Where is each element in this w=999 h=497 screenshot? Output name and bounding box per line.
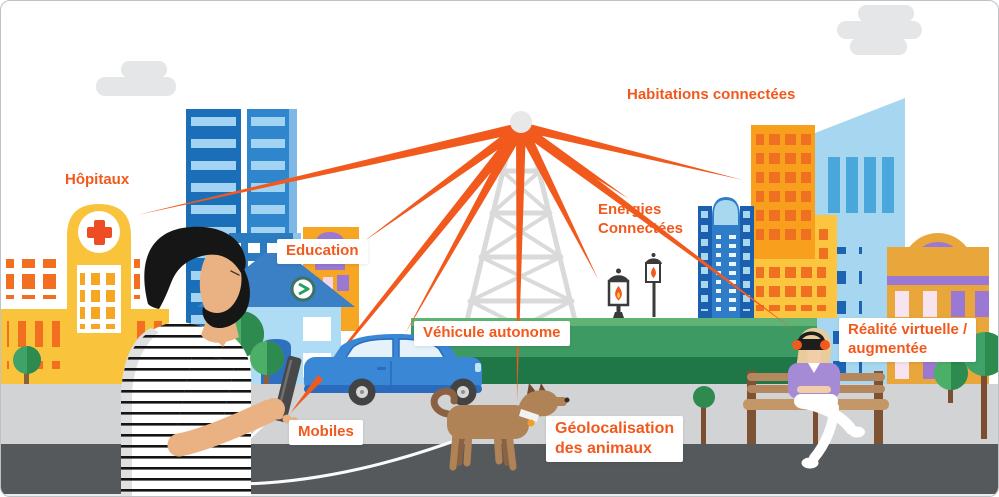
man-with-phone [121,226,302,496]
cloud-icon-right [837,5,922,55]
tree-icon-hospital [13,346,41,384]
label-energies-line2: Connectées [598,219,684,237]
dog [430,383,570,471]
label-realite-virtuelle: Réalité virtuelle / augmentée [839,318,977,362]
woman-vr-user [788,327,840,399]
label-hopitaux: Hôpitaux [65,171,130,188]
label-geolocalisation-line1: Géolocalisation [555,420,675,437]
label-habitations-connectees: Habitations connectées [627,86,796,103]
label-energies-connectees: Energies Connectées [598,201,683,239]
vr-headset-icon [792,331,830,350]
blue-tower-energies [698,197,754,318]
label-energies-line1: Energies [598,201,662,218]
label-vehicule-autonome: Véhicule autonome [414,321,570,346]
woman-legs [794,394,865,469]
label-geolocalisation: Géolocalisation des animaux [546,416,684,462]
cloud-icon-left [96,61,176,96]
label-realite-line2: augmentée [848,339,928,357]
clock-icon [290,276,316,302]
label-mobiles: Mobiles [289,420,363,445]
medical-cross-icon [87,220,112,245]
orange-building [751,125,815,259]
label-realite-line1: Réalité virtuelle / [848,321,968,338]
antenna-hub [510,111,532,133]
label-geolocalisation-line2: des animaux [555,440,652,457]
signal-ray-phone-tip [291,375,323,412]
street-lamp-icon-right [645,253,662,317]
label-education: Education [277,239,368,264]
street-lamp-icon-left [607,268,630,318]
